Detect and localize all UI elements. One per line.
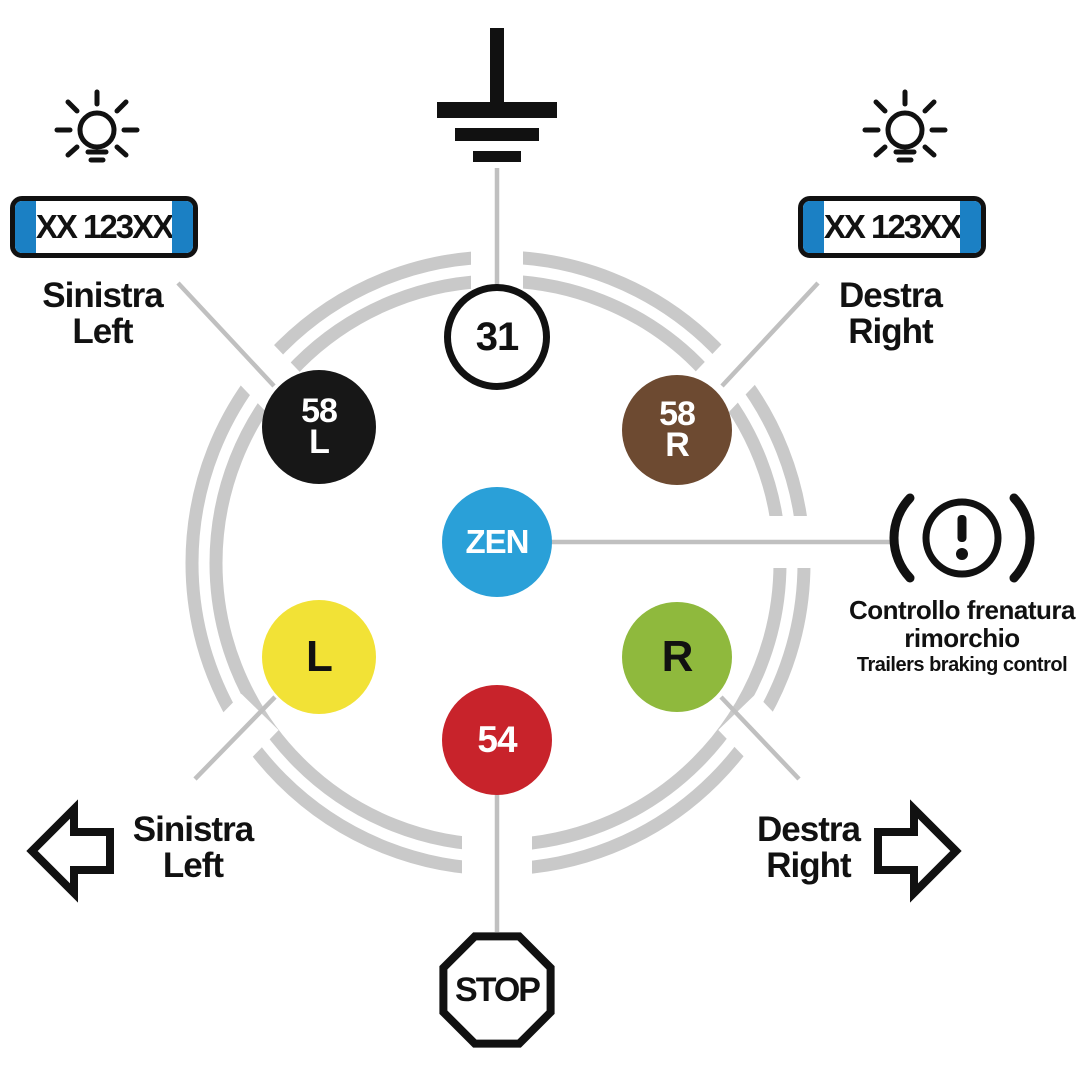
label-top-right: Destra Right bbox=[793, 278, 988, 349]
label-top-right-en: Right bbox=[848, 311, 933, 351]
pin-zen: ZEN bbox=[442, 487, 552, 597]
plate-right-text: XX 123XX bbox=[823, 208, 962, 245]
label-bottom-right-it: Destra bbox=[757, 810, 861, 849]
ground-icon bbox=[437, 28, 557, 162]
pin-54-label: 54 bbox=[477, 719, 517, 760]
connector-lines bbox=[176, 168, 893, 932]
plate-left-text: XX 123XX bbox=[35, 208, 174, 245]
brake-warning-icon bbox=[889, 493, 1035, 583]
pin-r: R bbox=[622, 602, 732, 712]
stop-octagon-icon bbox=[439, 932, 555, 1048]
stop-label: STOP bbox=[455, 970, 541, 1009]
label-bottom-left-en: Left bbox=[162, 845, 224, 885]
pin-58l: 58 L bbox=[262, 370, 376, 484]
pin-l-label: L bbox=[306, 632, 333, 681]
pin-31-label: 31 bbox=[475, 314, 519, 359]
arrow-right-icon bbox=[874, 799, 962, 903]
pin-58r: 58 R bbox=[622, 375, 732, 485]
pin-58r-line1: 58 bbox=[659, 394, 696, 433]
pin-l: L bbox=[262, 600, 376, 714]
pin-58r-line2: R bbox=[665, 426, 690, 464]
brake-caption-en: Trailers braking control bbox=[856, 654, 1068, 677]
pin-54: 54 bbox=[442, 685, 552, 795]
pin-r-label: R bbox=[661, 632, 694, 681]
connector-r-arrow bbox=[719, 695, 801, 781]
connector-l-arrow bbox=[193, 695, 277, 781]
plate-blue-band bbox=[803, 201, 824, 253]
label-top-left: Sinistra Left bbox=[5, 278, 200, 349]
label-bottom-right-en: Right bbox=[766, 845, 851, 885]
pin-58l-line1: 58 bbox=[301, 391, 338, 430]
label-top-left-it: Sinistra bbox=[42, 276, 163, 315]
license-plate-right: XX 123XX bbox=[798, 196, 986, 258]
label-bottom-left-it: Sinistra bbox=[132, 810, 254, 849]
pin-zen-label: ZEN bbox=[465, 523, 530, 560]
plate-blue-band bbox=[15, 201, 36, 253]
bulb-right-icon bbox=[862, 89, 948, 163]
arrow-left-icon bbox=[26, 799, 114, 903]
brake-caption-it-2: rimorchio bbox=[904, 623, 1020, 654]
pin-31: 31 bbox=[444, 284, 550, 390]
bulb-left-icon bbox=[54, 89, 140, 163]
brake-caption-it-1: Controllo frenatura bbox=[849, 595, 1075, 625]
brake-caption: Controllo frenatura rimorchio Trailers b… bbox=[843, 596, 1080, 677]
plate-blue-band bbox=[172, 201, 193, 253]
label-bottom-left: Sinistra Left bbox=[113, 812, 273, 883]
label-top-left-en: Left bbox=[72, 311, 133, 351]
connector-plate-58l bbox=[176, 281, 276, 388]
pin-58l-line2: L bbox=[309, 423, 330, 461]
connector-plate-58r bbox=[720, 281, 820, 388]
label-bottom-right: Destra Right bbox=[726, 812, 891, 883]
label-top-right-it: Destra bbox=[839, 276, 943, 315]
plate-blue-band bbox=[960, 201, 981, 253]
license-plate-left: XX 123XX bbox=[10, 196, 198, 258]
